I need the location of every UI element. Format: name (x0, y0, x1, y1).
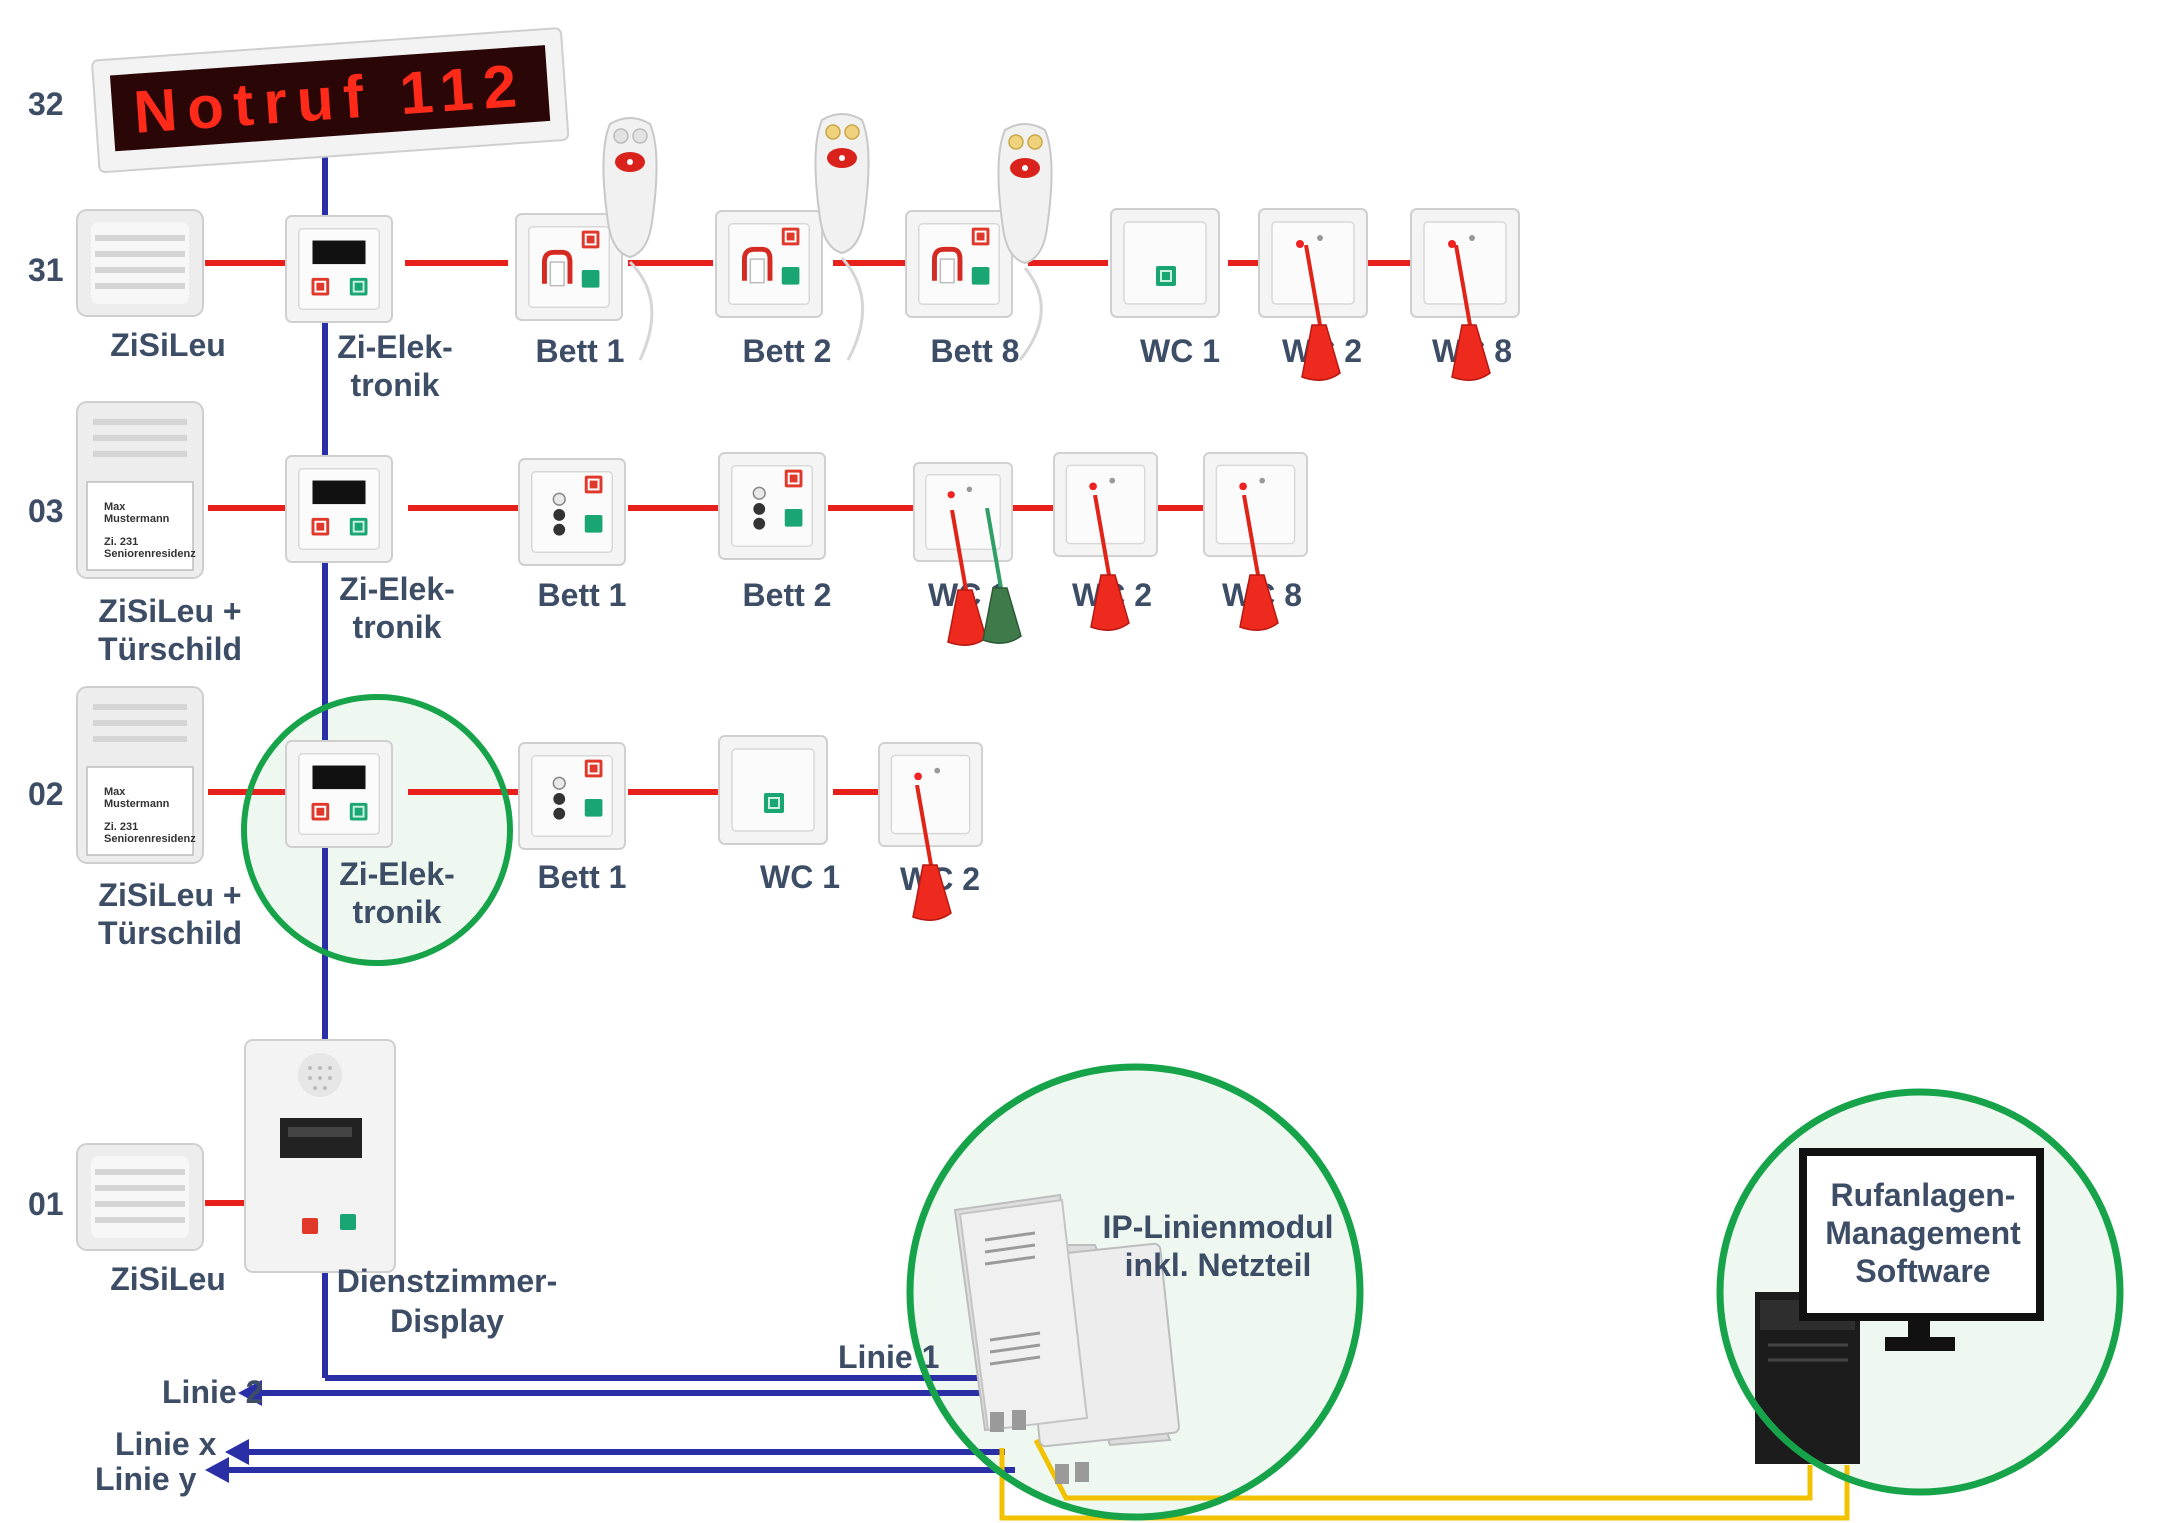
svg-text:Zi. 231: Zi. 231 (104, 536, 138, 548)
zisileu-sensor-31 (77, 210, 203, 316)
zi-elektronik-31 (285, 215, 393, 323)
svg-text:Mustermann: Mustermann (104, 798, 170, 810)
wc8-switch-03 (1203, 452, 1308, 557)
highlight-ring-software (1716, 1088, 2124, 1496)
management-monitor (1799, 1148, 2044, 1351)
bett8-label-31: Bett 8 (931, 333, 1020, 369)
bett8-switch-31 (906, 211, 1012, 317)
svg-text:Max: Max (104, 501, 126, 513)
dienstzimmer-label-b: Display (390, 1303, 504, 1339)
zi-elektronik-label-02a: Zi-Elek- (339, 856, 455, 892)
svg-text:Zi. 231: Zi. 231 (104, 821, 138, 833)
zisileu-tuerschild-label-02a: ZiSiLeu + (98, 877, 241, 913)
zi-elektronik-label-31b: tronik (351, 367, 440, 403)
led-display-sign: Notruf 112 (91, 27, 570, 174)
zisileu-tuerschild-label-03a: ZiSiLeu + (98, 593, 241, 629)
software-label-b: Management (1825, 1215, 2021, 1251)
ip-line-module-device (953, 1193, 1180, 1484)
row-label-31: 31 (28, 252, 64, 288)
linie-x-label: Linie x (115, 1426, 217, 1462)
svg-text:Mustermann: Mustermann (104, 513, 170, 525)
zi-elektronik-label-03a: Zi-Elek- (339, 571, 455, 607)
wc2-switch-31 (1258, 208, 1368, 318)
bett1-label-02: Bett 1 (538, 859, 627, 895)
svg-text:Seniorenresidenz: Seniorenresidenz (104, 548, 196, 560)
zi-elektronik-label-02b: tronik (353, 894, 442, 930)
zisileu-label-01: ZiSiLeu (110, 1261, 226, 1297)
dienstzimmer-label-a: Dienstzimmer- (337, 1263, 558, 1299)
bett2-switch-31 (716, 211, 822, 317)
wc1-switch-02 (718, 735, 828, 845)
bett1-cord-31 (628, 260, 654, 361)
bett2-cord-31 (840, 256, 865, 361)
doorplate-text-03: Max Mustermann Zi. 231 Seniorenresidenz (104, 501, 196, 560)
linie-y-label: Linie y (95, 1461, 197, 1497)
zisileu-tuerschild-label-02b: Türschild (98, 915, 242, 951)
zi-elektronik-03 (285, 455, 393, 563)
row-label-03: 03 (28, 493, 64, 529)
svg-text:Max: Max (104, 786, 126, 798)
wc1-switch-31 (1110, 208, 1220, 318)
zi-elektronik-02 (285, 740, 393, 848)
highlight-ring-ip-module (906, 1063, 1364, 1521)
highlight-ring-zi-elektronik (241, 694, 513, 966)
bett1-switch-31 (516, 214, 622, 320)
bett1-label-31: Bett 1 (536, 333, 625, 369)
bett1-switch-03 (518, 458, 626, 566)
line-arrowheads (205, 1380, 262, 1483)
bett2-pendant-31 (814, 113, 870, 254)
bett2-label-03: Bett 2 (743, 577, 832, 613)
software-label-c: Software (1855, 1253, 1990, 1289)
software-label-a: Rufanlagen- (1831, 1177, 2016, 1213)
wc1-switch-03 (913, 462, 1013, 562)
row-label-01: 01 (28, 1186, 64, 1222)
ip-module-label-b: inkl. Netzteil (1125, 1247, 1312, 1283)
bett1-switch-02 (518, 742, 626, 850)
zi-elektronik-label-03b: tronik (353, 609, 442, 645)
row-label-32: 32 (28, 86, 64, 122)
bett1-label-03: Bett 1 (538, 577, 627, 613)
bett8-pendant-31 (997, 123, 1053, 264)
wc1-label-31: WC 1 (1140, 333, 1220, 369)
zi-elektronik-label-31a: Zi-Elek- (337, 329, 453, 365)
zisileu-tuerschild-label-03b: Türschild (98, 631, 242, 667)
line-outputs (225, 1375, 1015, 1473)
bett2-switch-03 (718, 452, 826, 560)
ip-module-label-a: IP-Linienmodul (1102, 1209, 1333, 1245)
bett2-label-31: Bett 2 (743, 333, 832, 369)
wc2-switch-02 (878, 742, 983, 847)
bett8-cord-31 (1018, 267, 1043, 361)
bett1-pendant-31 (602, 117, 658, 258)
zisileu-label-31: ZiSiLeu (110, 327, 226, 363)
wc2-switch-03 (1053, 452, 1158, 557)
linie-2-label: Linie 2 (162, 1374, 263, 1410)
svg-text:Seniorenresidenz: Seniorenresidenz (104, 833, 196, 845)
wc1-label-02: WC 1 (760, 859, 840, 895)
ethernet-cables (999, 1438, 1850, 1521)
doorplate-text-02: Max Mustermann Zi. 231 Seniorenresidenz (104, 786, 196, 845)
row-label-02: 02 (28, 776, 64, 812)
zisileu-sensor-01 (77, 1144, 203, 1250)
dienstzimmer-display-device (244, 1039, 396, 1273)
